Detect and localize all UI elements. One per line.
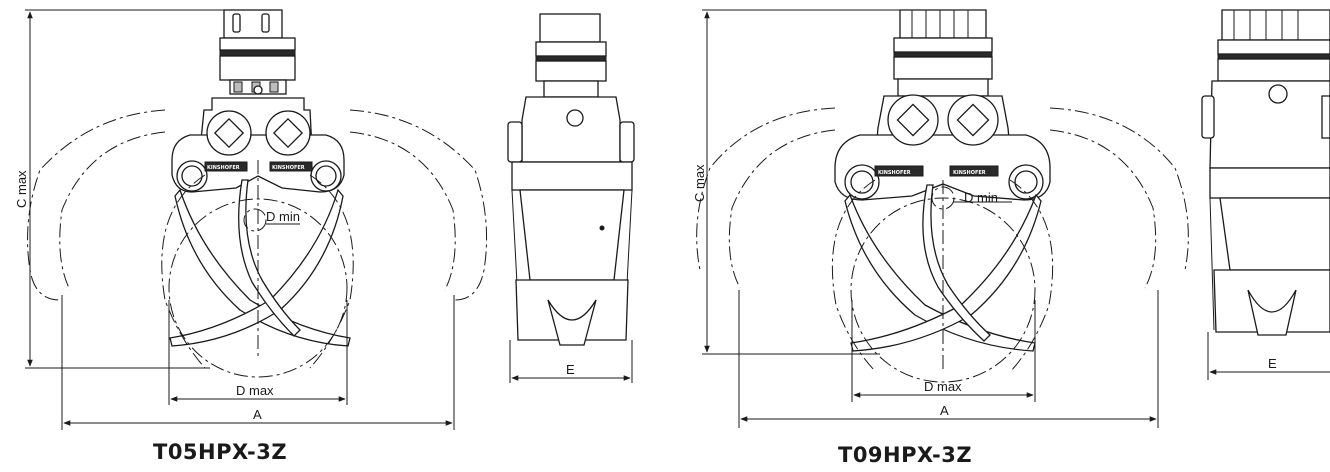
model-2-front-view: KINSHOFER KINSHOFER — [696, 9, 1189, 383]
model-1-side-view — [507, 13, 635, 383]
model-2-a-label: A — [940, 403, 949, 418]
model-1-brand-label-left: KINSHOFER — [207, 165, 240, 171]
model-2-d-max-label: D max — [924, 379, 962, 394]
model-2-e-label: E — [1268, 356, 1277, 371]
model-1-c-max-label: C max — [14, 170, 29, 208]
model-2-dimensions — [702, 9, 1159, 428]
model-2-title: T09HPX-3Z — [838, 443, 973, 467]
model-2-c-max-label: C max — [692, 164, 707, 202]
model-2-side-view — [1201, 9, 1330, 380]
model-2-brand-label-left: KINSHOFER — [878, 170, 911, 176]
model-1-d-max-label: D max — [236, 383, 274, 398]
model-1-e-label: E — [566, 362, 575, 377]
model-1-brand-label-right: KINSHOFER — [272, 165, 305, 171]
model-2-d-min-label: D min — [964, 190, 998, 205]
model-1-title: T05HPX-3Z — [153, 440, 288, 464]
model-1-front-view: KINSHOFER KINSHOFER — [27, 9, 488, 378]
model-2-brand-label-right: KINSHOFER — [953, 170, 986, 176]
model-1-dimensions — [25, 9, 455, 430]
model-1-a-label: A — [253, 407, 262, 422]
model-1-d-min-label: D min — [266, 209, 300, 224]
